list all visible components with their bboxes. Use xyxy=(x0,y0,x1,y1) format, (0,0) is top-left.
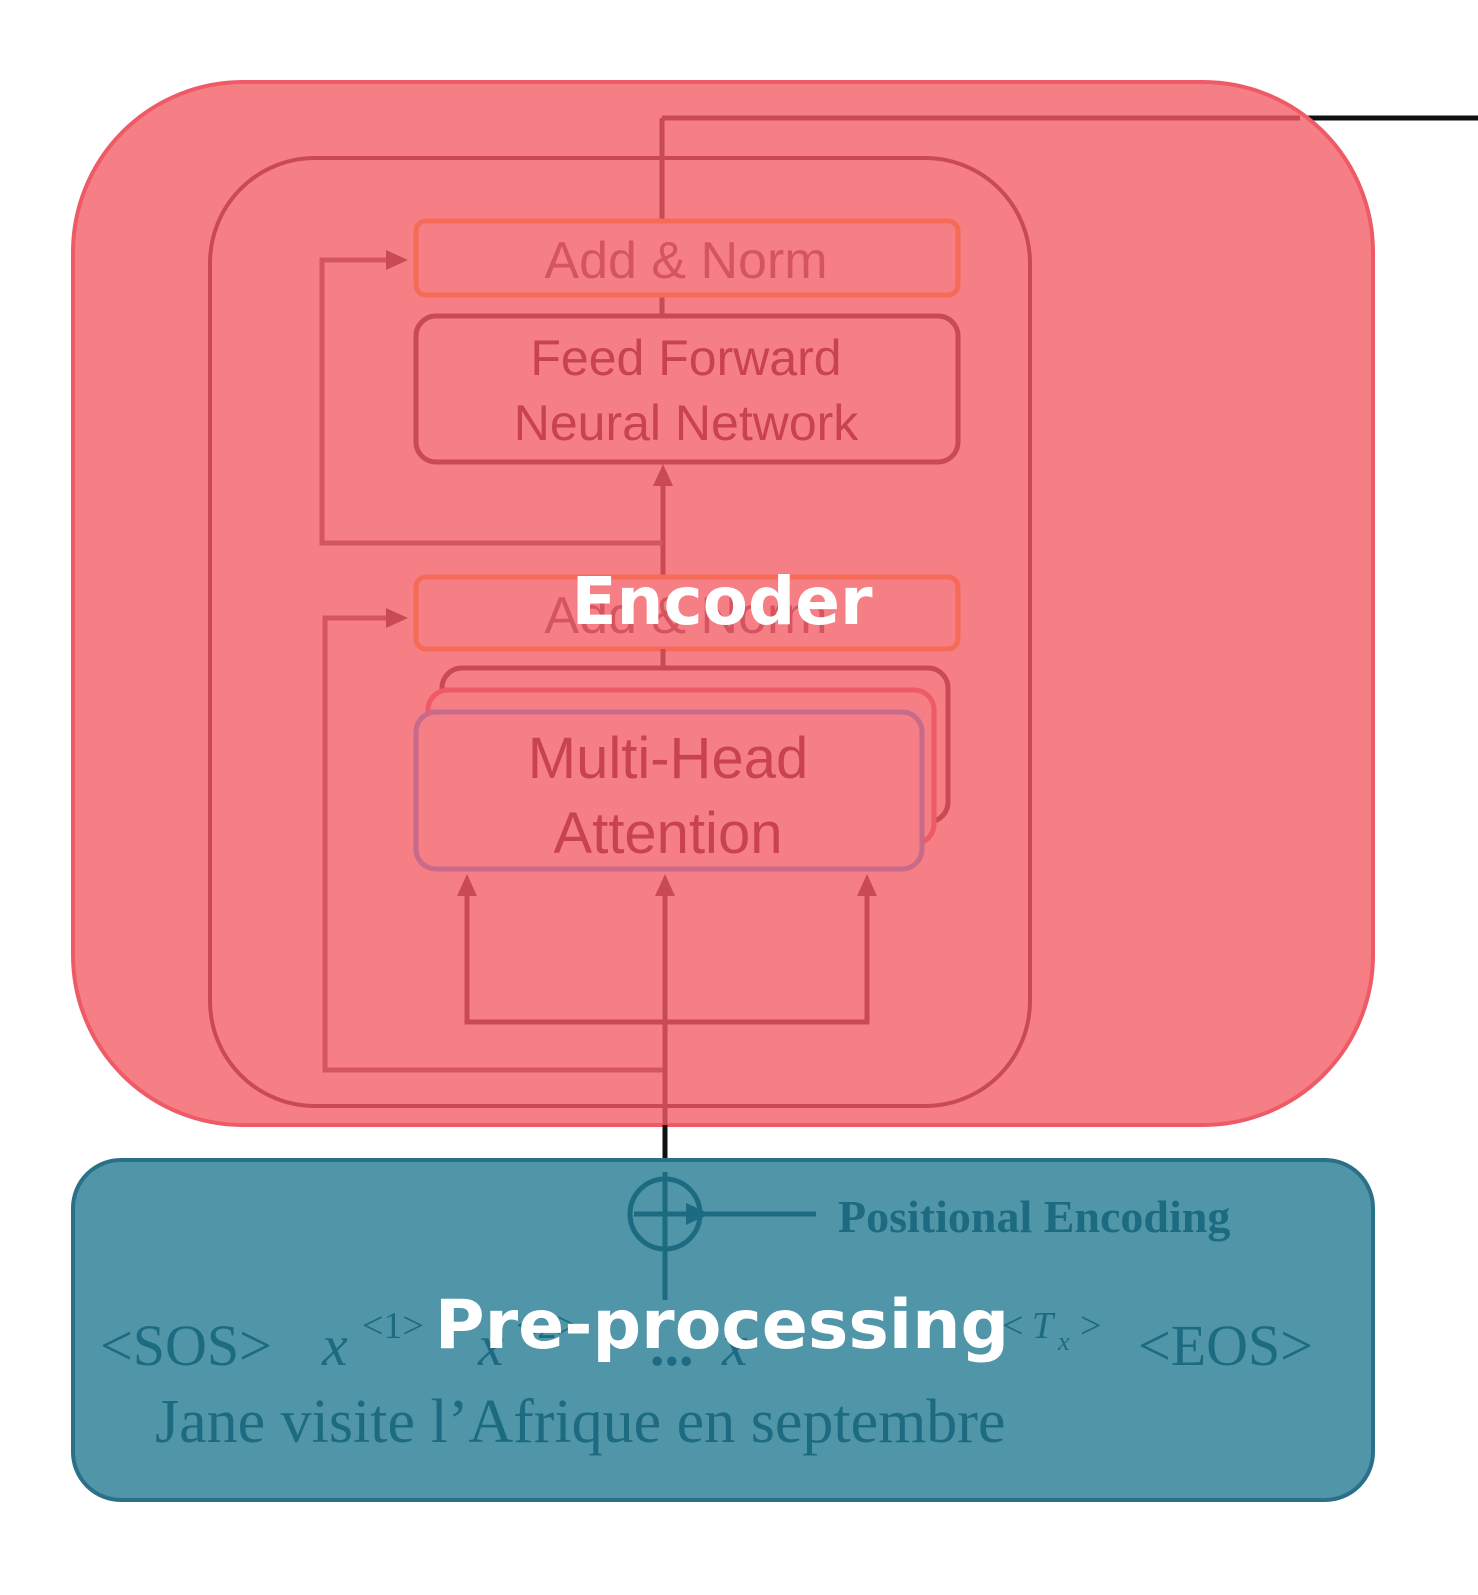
add-norm-bottom-box xyxy=(413,574,961,652)
token-sos: <SOS> xyxy=(100,1313,272,1378)
residual-top xyxy=(319,250,663,546)
token-eos: <EOS> xyxy=(1138,1313,1313,1378)
add-norm-top-box xyxy=(413,218,961,298)
preprocessing-block xyxy=(71,1158,1375,1502)
encoder-layer-container xyxy=(208,156,1032,1108)
mha-label-line1: Multi-Head xyxy=(528,726,808,791)
add-norm-top-label: Add & Norm xyxy=(544,232,827,290)
preprocessing-title: Pre-processing xyxy=(435,1286,1009,1365)
token-xtx-sup-close: > xyxy=(1080,1305,1101,1347)
feed-forward-box xyxy=(413,313,961,465)
mha-label-line2: Attention xyxy=(554,801,783,866)
mha-box xyxy=(413,709,925,872)
input-sentence: Jane visite l’Afrique en septembre xyxy=(155,1388,1005,1456)
token-x1: x xyxy=(321,1313,348,1378)
token-x1-sup: <1> xyxy=(362,1305,424,1347)
token-x2: x xyxy=(477,1313,504,1378)
encoder-title: Encoder xyxy=(571,563,873,640)
token-xtx-sup-sub: x xyxy=(1057,1327,1070,1356)
ffn-label-line1: Feed Forward xyxy=(530,330,841,386)
residual-bottom xyxy=(322,608,665,1073)
ffn-label-line2: Neural Network xyxy=(514,395,860,451)
token-x2-sup: <2> xyxy=(516,1305,578,1347)
token-xtx: x xyxy=(721,1313,748,1378)
positional-encoding-label: Positional Encoding xyxy=(838,1191,1230,1242)
token-xtx-sup-T: T xyxy=(1032,1305,1056,1347)
add-norm-bottom-label: Add & Norm xyxy=(544,587,827,645)
token-dots: ... xyxy=(650,1313,694,1378)
token-xtx-sup-open: < xyxy=(1002,1305,1023,1347)
